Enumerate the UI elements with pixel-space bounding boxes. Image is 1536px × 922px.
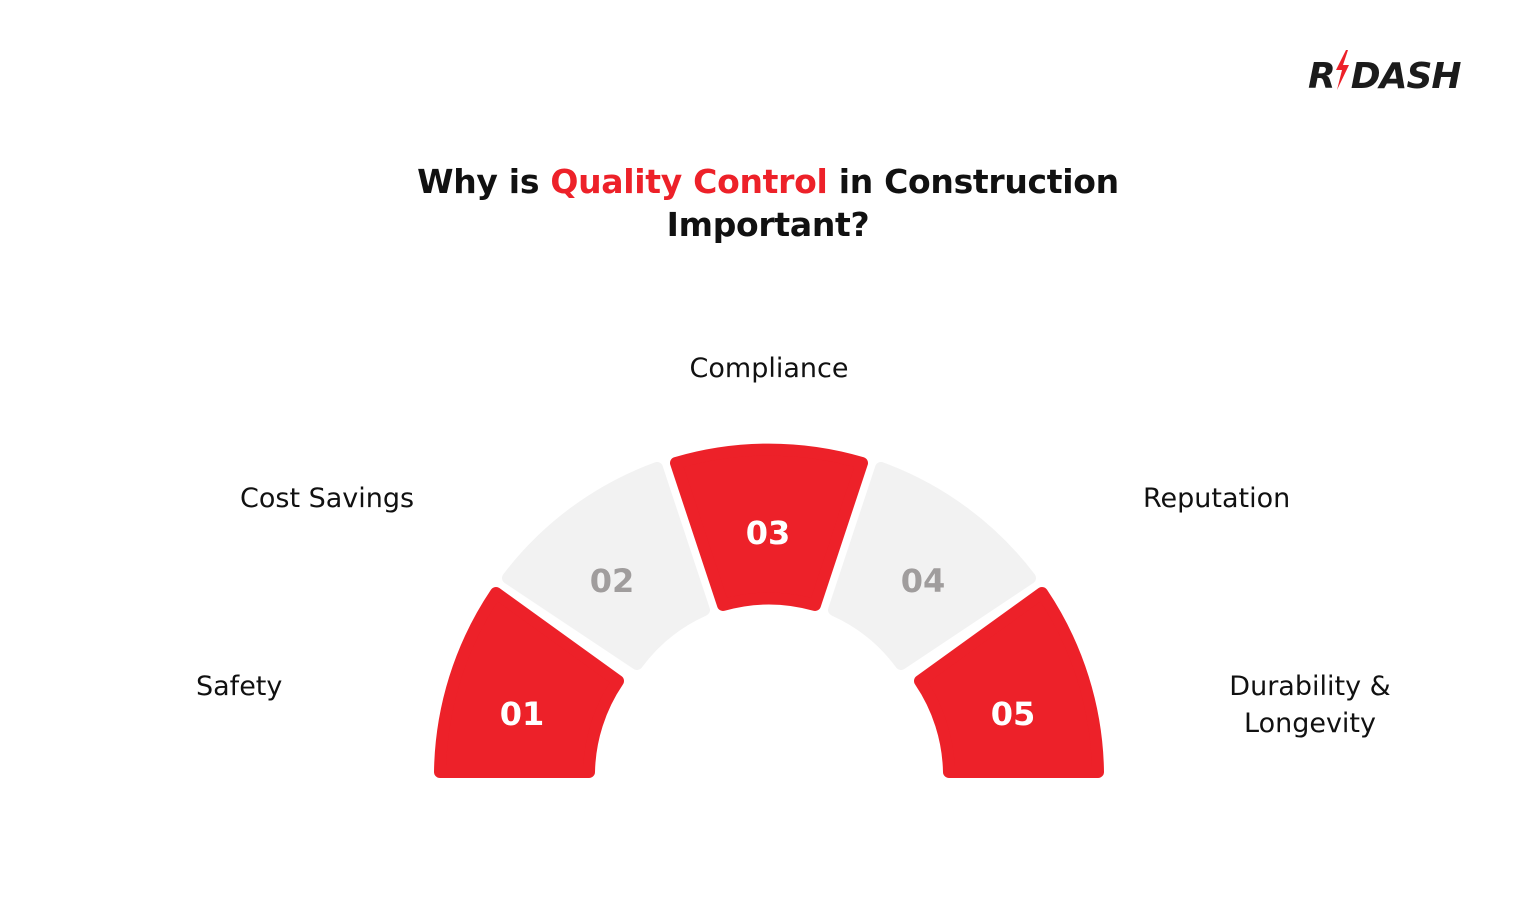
segment-number-01: 01 <box>500 695 545 733</box>
segment-number-02: 02 <box>590 562 635 600</box>
page-title: Why is Quality Control in Construction I… <box>0 160 1536 246</box>
segment-number-04: 04 <box>901 562 946 600</box>
label-reputation: Reputation <box>1143 483 1291 514</box>
segment-number-03: 03 <box>746 514 791 552</box>
title-prefix: Why is <box>417 162 551 201</box>
segment-03 <box>670 443 868 611</box>
lightning-bolt-icon <box>1335 50 1349 90</box>
label-longevity: Longevity <box>1244 708 1376 739</box>
segment-05 <box>914 587 1104 778</box>
title-suffix: in Construction <box>827 162 1119 201</box>
title-line-1: Why is Quality Control in Construction <box>0 160 1536 203</box>
title-line-2: Important? <box>666 205 870 244</box>
segment-04 <box>828 462 1036 670</box>
label-cost-savings: Cost Savings <box>240 483 415 514</box>
segment-01 <box>434 587 624 778</box>
logo-text-r: R <box>1308 56 1336 97</box>
label-compliance: Compliance <box>689 353 849 384</box>
logo-text-dash: DASH <box>1350 56 1462 97</box>
label-safety: Safety <box>196 671 283 702</box>
segment-number-05: 05 <box>991 695 1036 733</box>
label-durability: Durability & <box>1229 671 1391 702</box>
title-highlight: Quality Control <box>550 162 828 201</box>
rdash-logo: R DASH <box>1308 50 1462 102</box>
label-durability-longevity: Durability & Longevity <box>1190 668 1430 742</box>
segment-02 <box>502 462 710 670</box>
